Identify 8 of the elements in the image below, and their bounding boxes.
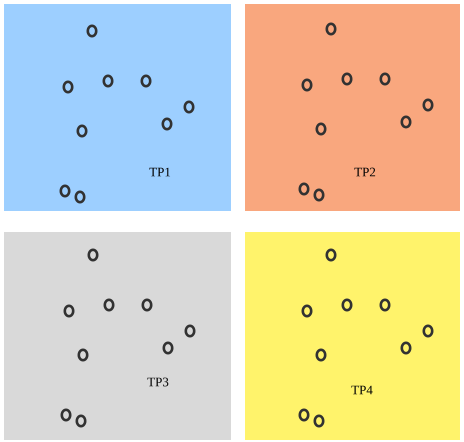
panel-label: TP1 <box>149 168 170 176</box>
panel <box>4 4 231 211</box>
panel <box>245 232 460 440</box>
panel-label: TP3 <box>147 378 168 386</box>
panel-label: TP4 <box>351 386 373 394</box>
panel <box>245 4 460 211</box>
panel-label: TP2 <box>354 168 376 176</box>
panel <box>4 232 231 440</box>
